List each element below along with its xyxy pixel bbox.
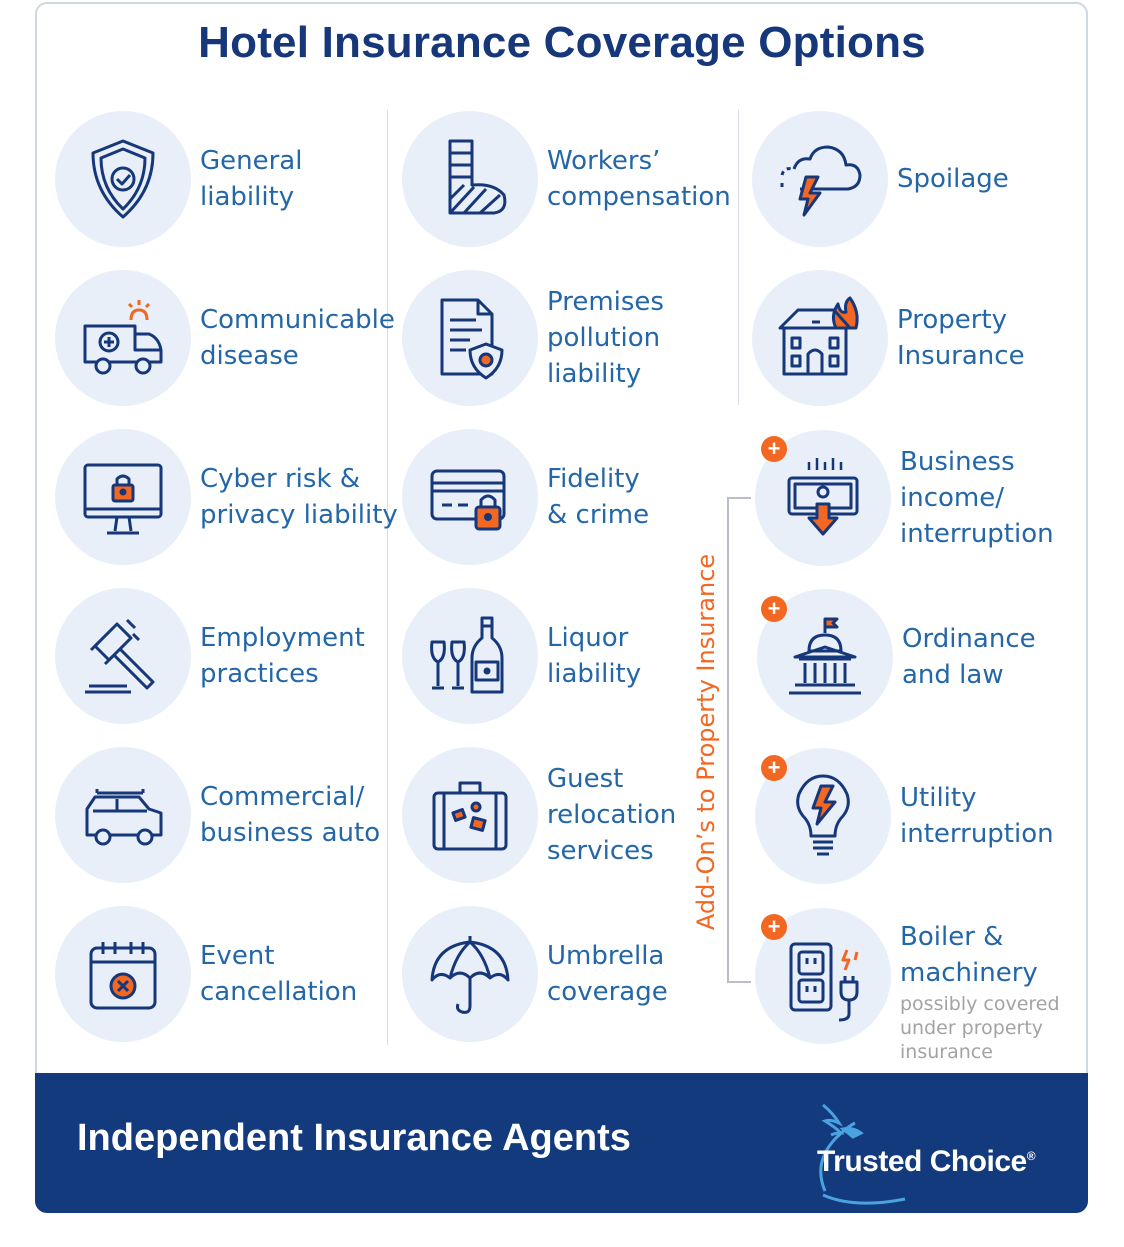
addon-bracket <box>727 497 751 983</box>
credit-card-lock-icon <box>430 469 506 531</box>
storm-cloud-icon <box>780 145 862 217</box>
addon-plus-badge: + <box>761 436 787 462</box>
government-building-icon <box>789 617 861 695</box>
eagle-logo-icon <box>819 1103 906 1205</box>
trusted-choice-logo: Trusted Choice® <box>817 1145 1036 1178</box>
money-down-icon <box>787 458 859 536</box>
addon-plus-badge: + <box>761 596 787 622</box>
lightbulb-bolt-icon <box>796 774 850 856</box>
bottle-glasses-icon <box>430 616 504 694</box>
calendar-x-icon <box>89 942 157 1010</box>
infographic-card <box>35 2 1088 1212</box>
footer-banner: Independent Insurance Agents Trusted Cho… <box>35 1073 1088 1213</box>
ambulance-icon <box>83 300 163 375</box>
page-title: Hotel Insurance Coverage Options <box>198 18 926 67</box>
document-shield-icon <box>440 298 504 380</box>
monitor-lock-icon <box>83 463 163 535</box>
umbrella-icon <box>430 936 510 1014</box>
addon-section-label: Add-On’s to Property Insurance <box>692 553 720 931</box>
addon-plus-badge: + <box>761 914 787 940</box>
leg-cast-icon <box>448 139 507 215</box>
outlet-plug-icon <box>789 942 859 1022</box>
suitcase-icon <box>432 781 508 851</box>
burning-house-icon <box>778 296 859 376</box>
shield-check-icon <box>91 139 155 219</box>
gavel-icon <box>85 618 155 694</box>
car-icon <box>85 789 163 846</box>
addon-plus-badge: + <box>761 755 787 781</box>
footer-text: Independent Insurance Agents <box>77 1117 631 1159</box>
column-divider <box>738 110 739 405</box>
column-divider <box>387 110 388 1045</box>
